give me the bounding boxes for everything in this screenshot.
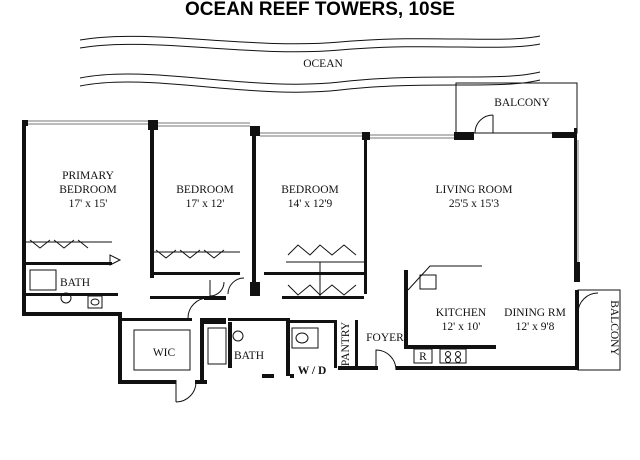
- plan-title: OCEAN REEF TOWERS, 10SE: [185, 0, 455, 20]
- dining-room-dims: 12' x 9'8: [516, 321, 555, 333]
- kitchen-dims: 12' x 10': [442, 321, 481, 333]
- outer-walls: [22, 120, 580, 384]
- bedroom-2-label: BEDROOM: [281, 184, 339, 196]
- primary-bedroom-label-1: PRIMARY: [62, 170, 114, 182]
- interior-walls: [26, 128, 496, 380]
- bedroom-1-dims: 17' x 12': [186, 198, 225, 210]
- bath-fixtures: [29, 269, 319, 365]
- wic-label: WIC: [153, 347, 176, 359]
- primary-bedroom-label-2: BEDROOM: [59, 184, 117, 196]
- kitchen-fixtures: [407, 265, 482, 364]
- balcony-top-label: BALCONY: [494, 97, 550, 109]
- foyer-label: FOYER: [366, 332, 404, 344]
- dining-room-label: DINING RM: [504, 307, 566, 319]
- living-room-label: LIVING ROOM: [436, 184, 513, 196]
- bath-1-label: BATH: [60, 277, 90, 289]
- windows: [28, 120, 579, 262]
- kitchen-label: KITCHEN: [436, 307, 487, 319]
- bath-2-label: BATH: [234, 350, 264, 362]
- balcony-right-label: BALCONY: [608, 300, 620, 356]
- ocean-label: OCEAN: [303, 58, 343, 70]
- fridge-label: R: [419, 351, 427, 363]
- wd-label: W / D: [298, 365, 327, 377]
- pantry-label: PANTRY: [340, 321, 352, 366]
- bedroom-2-dims: 14' x 12'9: [288, 198, 333, 210]
- living-room-dims: 25'5 x 15'3: [449, 198, 499, 210]
- primary-bedroom-dims: 17' x 15': [69, 198, 108, 210]
- closets: [26, 239, 397, 403]
- balcony-top: [455, 82, 578, 134]
- ocean-waves: [79, 35, 541, 93]
- bedroom-1-label: BEDROOM: [176, 184, 234, 196]
